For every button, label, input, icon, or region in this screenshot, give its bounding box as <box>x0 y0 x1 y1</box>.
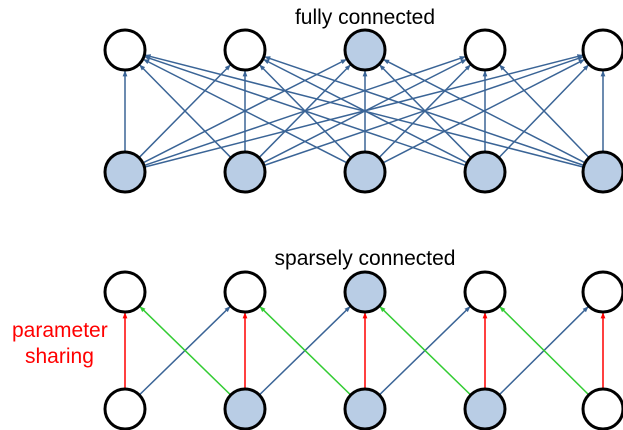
top-output-node-4 <box>463 28 507 72</box>
top-edge-blue-in4-out1 <box>144 55 467 167</box>
bottom-edge-green-in2-out1 <box>139 306 232 396</box>
bottom-input-node-5 <box>581 387 623 430</box>
bottom-input-node-3 <box>343 387 387 430</box>
bottom-output-node-1 <box>103 270 147 314</box>
bottom-edge-green-in4-out3 <box>379 306 472 396</box>
top-input-node-4 <box>463 150 507 194</box>
top-edges <box>122 54 606 168</box>
bottom-output-node-4 <box>463 270 507 314</box>
bottom-edge-green-in3-out2 <box>259 306 352 396</box>
top-input-node-5 <box>581 150 623 194</box>
parameter-sharing-label-line1: parameter <box>12 319 108 342</box>
bottom-output-node-3 <box>343 270 387 314</box>
top-output-node-3 <box>343 28 387 72</box>
parameter-sharing-label-line2: sharing <box>25 345 94 368</box>
top-edge-blue-in5-out4 <box>499 64 590 159</box>
bottom-input-node-1 <box>103 387 147 430</box>
top-output-node-2 <box>223 28 267 72</box>
top-edge-blue-in5-out2 <box>264 56 585 167</box>
bottom-input-node-2 <box>223 387 267 430</box>
bottom-edges <box>122 306 606 396</box>
top-input-node-3 <box>343 150 387 194</box>
top-edge-blue-in5-out3 <box>383 58 586 164</box>
top-input-node-2 <box>223 150 267 194</box>
top-edge-blue-in5-out1 <box>144 54 584 168</box>
bottom-output-node-2 <box>223 270 267 314</box>
fully-connected-title: fully connected <box>294 6 436 29</box>
bottom-edge-green-in5-out4 <box>499 306 590 396</box>
bottom-output-node-5 <box>581 270 623 314</box>
top-input-node-1 <box>103 150 147 194</box>
bottom-input-node-4 <box>463 387 507 430</box>
top-nodes <box>103 28 623 194</box>
top-edge-blue-in2-out1 <box>139 64 232 159</box>
top-edge-blue-in3-out1 <box>143 58 348 164</box>
top-output-node-5 <box>581 28 623 72</box>
sparsely-connected-title: sparsely connected <box>274 247 456 270</box>
top-output-node-1 <box>103 28 147 72</box>
bottom-nodes <box>103 270 623 430</box>
